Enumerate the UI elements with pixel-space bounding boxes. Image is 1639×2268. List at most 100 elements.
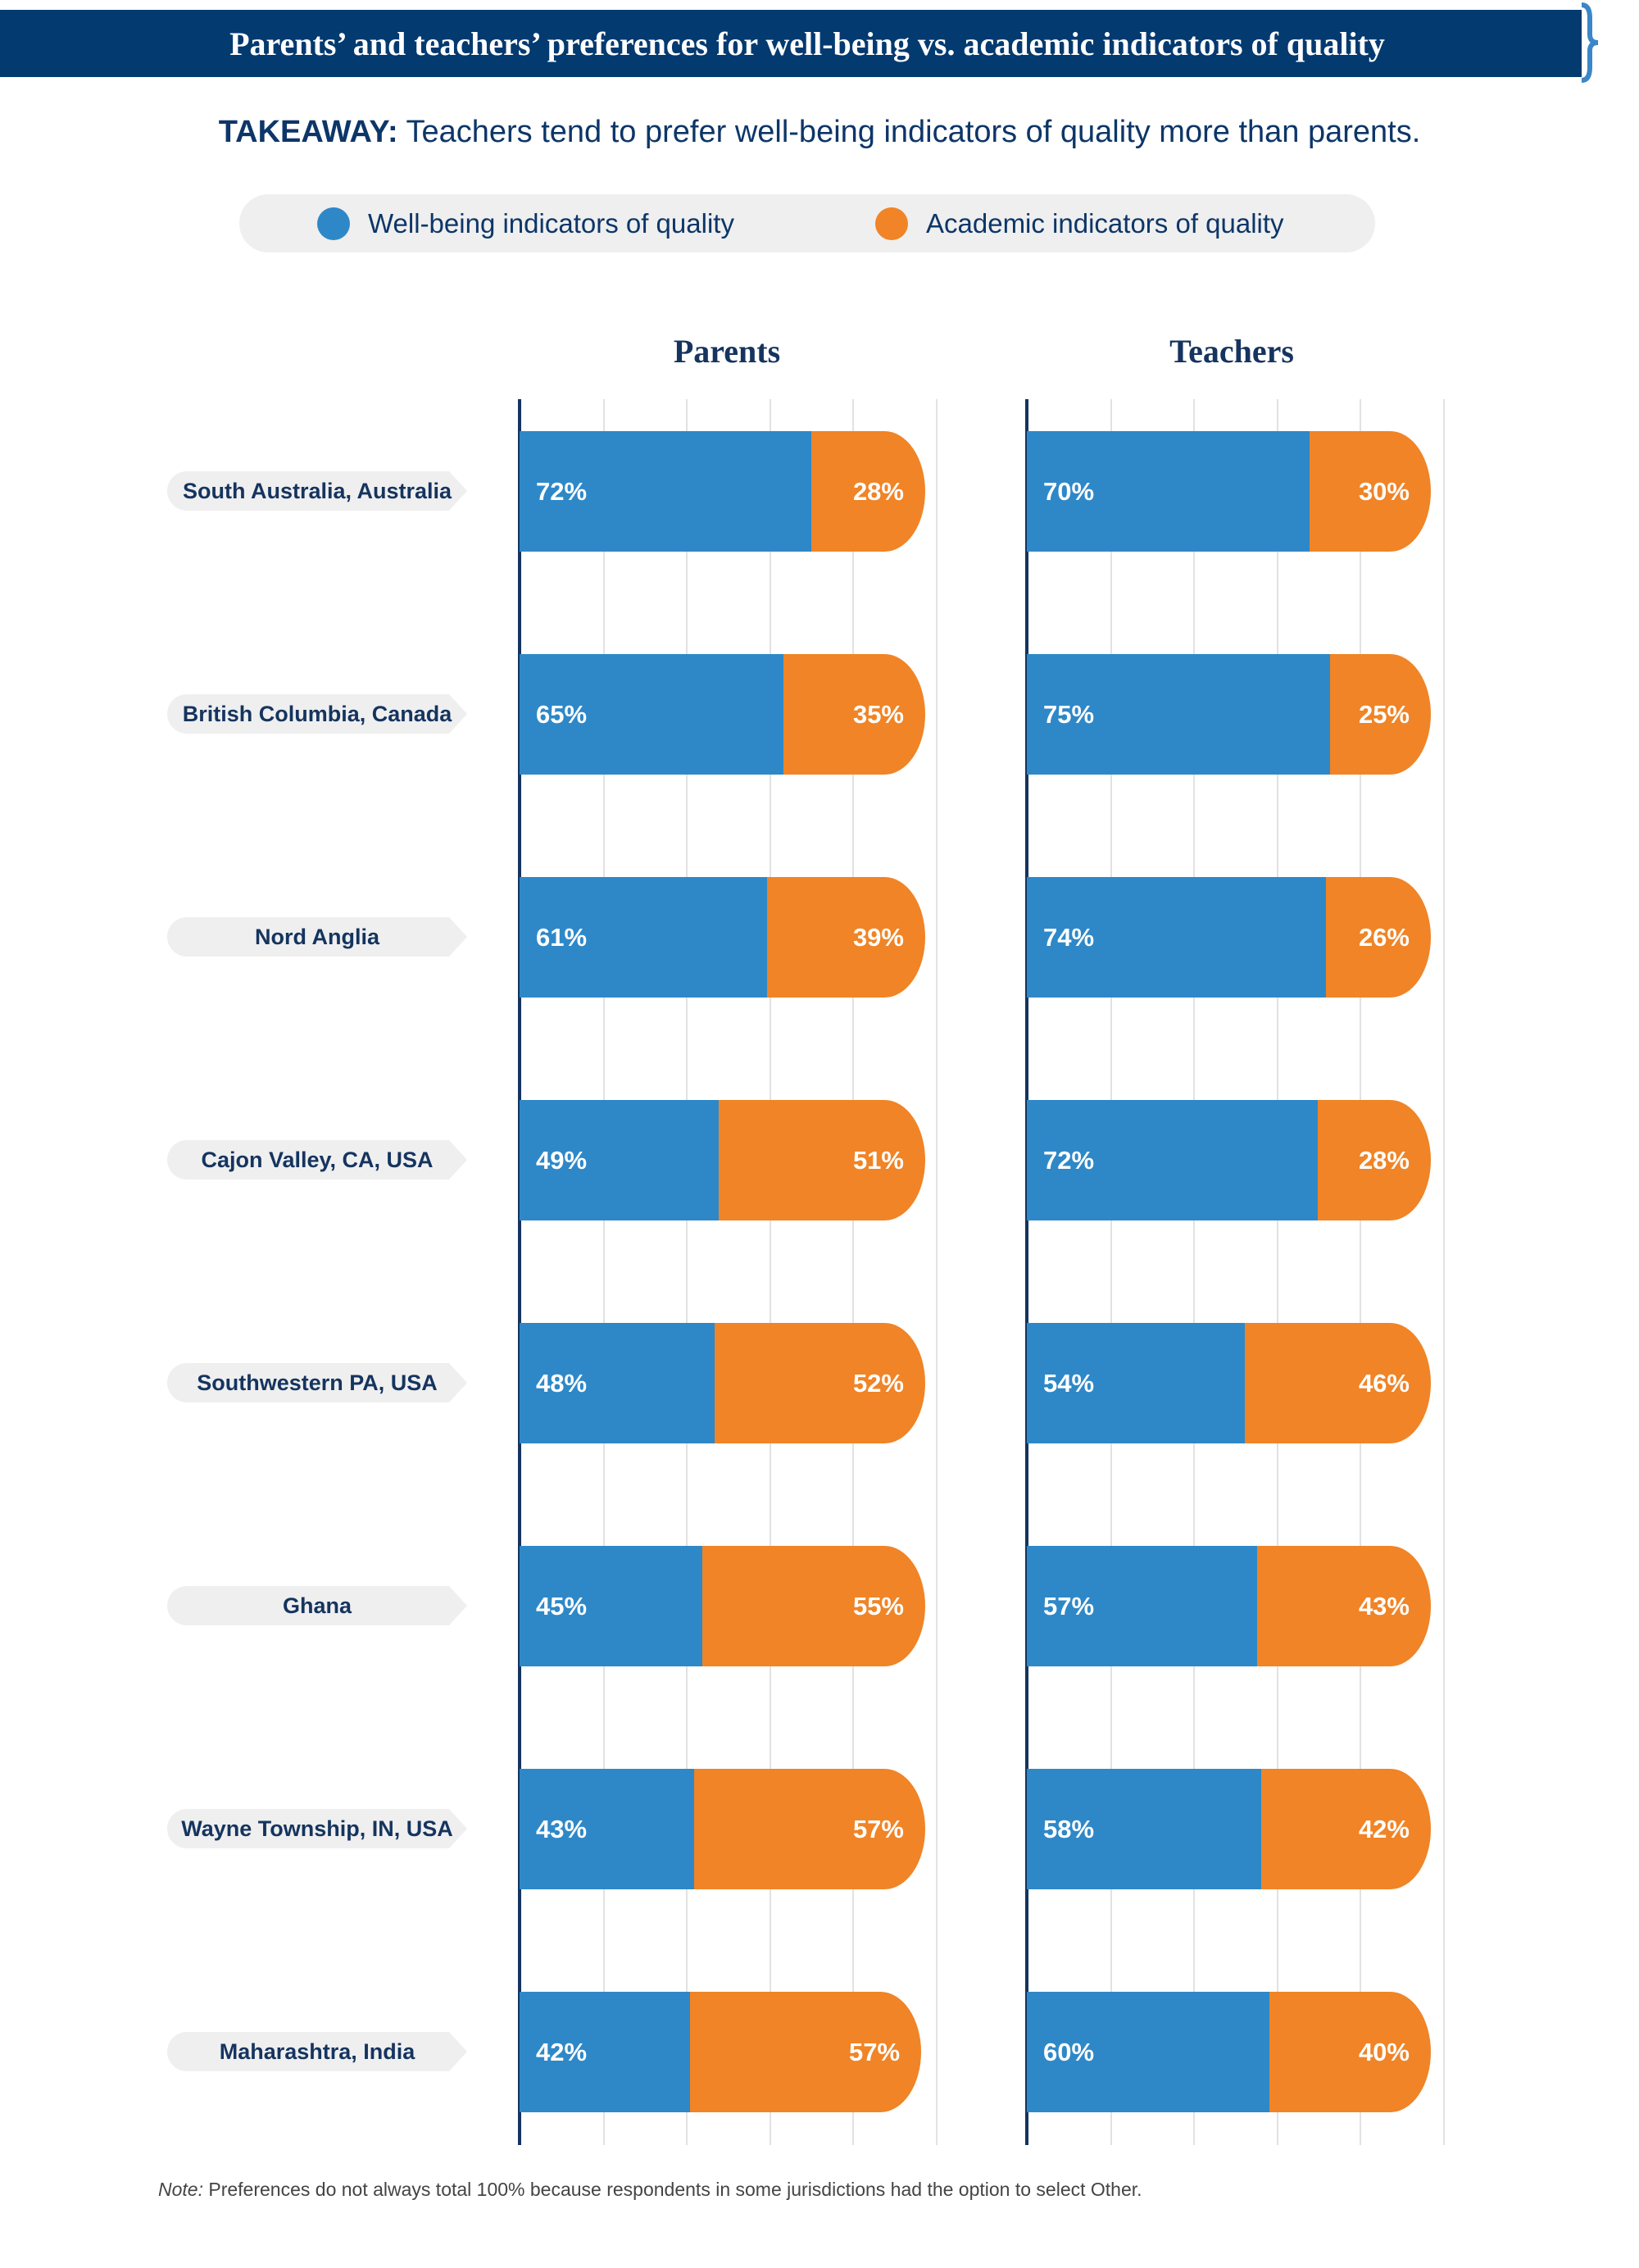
panel-title-parents: Parents [673, 333, 781, 370]
data-label: 58% [1043, 1814, 1095, 1843]
row-label: Southwestern PA, USA [167, 1363, 467, 1402]
footnote: Note: Preferences do not always total 10… [158, 2179, 1142, 2201]
row-label: Maharashtra, India [167, 2032, 467, 2071]
gridline [1110, 399, 1112, 2145]
bar-segment-wellbeing: 70% [1027, 431, 1310, 552]
data-label: 43% [536, 1814, 588, 1843]
row-label: British Columbia, Canada [167, 694, 467, 734]
data-label: 75% [1043, 699, 1095, 729]
gridline [602, 399, 605, 2145]
bar-segment-academic: 39% [766, 877, 925, 998]
bar-parents: 43% 57% [520, 1769, 925, 1889]
data-label: 51% [852, 1145, 904, 1175]
legend-dot-icon [875, 207, 908, 240]
bar-parents: 65% 35% [520, 654, 925, 775]
bar-segment-wellbeing: 57% [1027, 1546, 1257, 1666]
data-label: 45% [536, 1591, 588, 1620]
bar-segment-academic: 28% [811, 431, 925, 552]
data-label: 57% [852, 1814, 904, 1843]
data-label: 57% [1043, 1591, 1095, 1620]
data-label: 74% [1043, 922, 1095, 952]
bar-segment-academic: 55% [701, 1546, 925, 1666]
row-label: Ghana [167, 1586, 467, 1625]
data-label: 25% [1358, 699, 1410, 729]
row-label: Cajon Valley, CA, USA [167, 1140, 467, 1179]
bar-teachers: 75% 25% [1027, 654, 1431, 775]
legend-label: Well-being indicators of quality [368, 207, 734, 239]
bar-teachers: 60% 40% [1027, 1992, 1431, 2112]
bar-segment-wellbeing: 48% [520, 1323, 715, 1443]
gridline [852, 399, 855, 2145]
legend: Well-being indicators of quality Academi… [239, 194, 1375, 252]
gridline [936, 399, 938, 2145]
bar-segment-wellbeing: 45% [520, 1546, 702, 1666]
bar-segment-academic: 40% [1269, 1992, 1431, 2112]
data-label: 48% [536, 1368, 588, 1398]
bar-parents: 72% 28% [520, 431, 925, 552]
legend-item-wellbeing: Well-being indicators of quality [317, 194, 734, 252]
data-label: 49% [536, 1145, 588, 1175]
data-label: 61% [536, 922, 588, 952]
bar-segment-wellbeing: 65% [520, 654, 783, 775]
bar-segment-academic: 52% [714, 1323, 925, 1443]
data-label: 26% [1358, 922, 1410, 952]
bar-segment-wellbeing: 61% [520, 877, 767, 998]
gridline [1443, 399, 1445, 2145]
bar-segment-wellbeing: 74% [1027, 877, 1326, 998]
data-label: 43% [1358, 1591, 1410, 1620]
panel-title-teachers: Teachers [1169, 333, 1294, 370]
bar-parents: 45% 55% [520, 1546, 925, 1666]
axis-line-parents [518, 399, 521, 2145]
bar-segment-wellbeing: 72% [520, 431, 812, 552]
bar-segment-wellbeing: 58% [1027, 1769, 1261, 1889]
bar-segment-academic: 43% [1257, 1546, 1431, 1666]
bar-segment-academic: 30% [1310, 431, 1431, 552]
data-label: 70% [1043, 476, 1095, 506]
gridline [686, 399, 688, 2145]
brace-icon [1581, 2, 1599, 83]
bar-parents: 61% 39% [520, 877, 925, 998]
data-label: 28% [852, 476, 904, 506]
bar-segment-academic: 35% [783, 654, 925, 775]
axis-line-teachers [1025, 399, 1028, 2145]
bar-teachers: 74% 26% [1027, 877, 1431, 998]
bar-segment-wellbeing: 54% [1027, 1323, 1246, 1443]
data-label: 72% [1043, 1145, 1095, 1175]
data-label: 54% [1043, 1368, 1095, 1398]
footnote-text: Preferences do not always total 100% bec… [202, 2179, 1142, 2200]
data-label: 52% [852, 1368, 904, 1398]
bar-segment-academic: 28% [1317, 1100, 1431, 1220]
bar-segment-academic: 42% [1260, 1769, 1431, 1889]
bar-segment-academic: 46% [1245, 1323, 1431, 1443]
data-label: 35% [852, 699, 904, 729]
bar-segment-academic: 57% [689, 1992, 922, 2112]
takeaway-text: Teachers tend to prefer well-being indic… [397, 115, 1421, 149]
bar-teachers: 70% 30% [1027, 431, 1431, 552]
bar-segment-wellbeing: 72% [1027, 1100, 1318, 1220]
title-banner: Parents’ and teachers’ preferences for w… [0, 10, 1582, 77]
data-label: 72% [536, 476, 588, 506]
data-label: 42% [536, 2037, 588, 2066]
bar-teachers: 72% 28% [1027, 1100, 1431, 1220]
bar-segment-wellbeing: 42% [520, 1992, 690, 2112]
bar-segment-academic: 57% [693, 1769, 925, 1889]
bar-segment-wellbeing: 43% [520, 1769, 694, 1889]
bar-parents: 49% 51% [520, 1100, 925, 1220]
takeaway: TAKEAWAY: Teachers tend to prefer well-b… [0, 115, 1639, 150]
data-label: 60% [1043, 2037, 1095, 2066]
data-label: 40% [1358, 2037, 1410, 2066]
legend-label: Academic indicators of quality [926, 207, 1284, 239]
data-label: 30% [1358, 476, 1410, 506]
bar-parents: 42% 57% [520, 1992, 922, 2112]
bar-segment-academic: 26% [1325, 877, 1431, 998]
legend-item-academic: Academic indicators of quality [875, 194, 1284, 252]
bar-segment-wellbeing: 75% [1027, 654, 1330, 775]
bar-teachers: 58% 42% [1027, 1769, 1431, 1889]
data-label: 28% [1358, 1145, 1410, 1175]
row-label: Nord Anglia [167, 917, 467, 957]
data-label: 39% [852, 922, 904, 952]
data-label: 57% [848, 2037, 901, 2066]
data-label: 42% [1358, 1814, 1410, 1843]
data-label: 46% [1358, 1368, 1410, 1398]
gridline [1193, 399, 1196, 2145]
